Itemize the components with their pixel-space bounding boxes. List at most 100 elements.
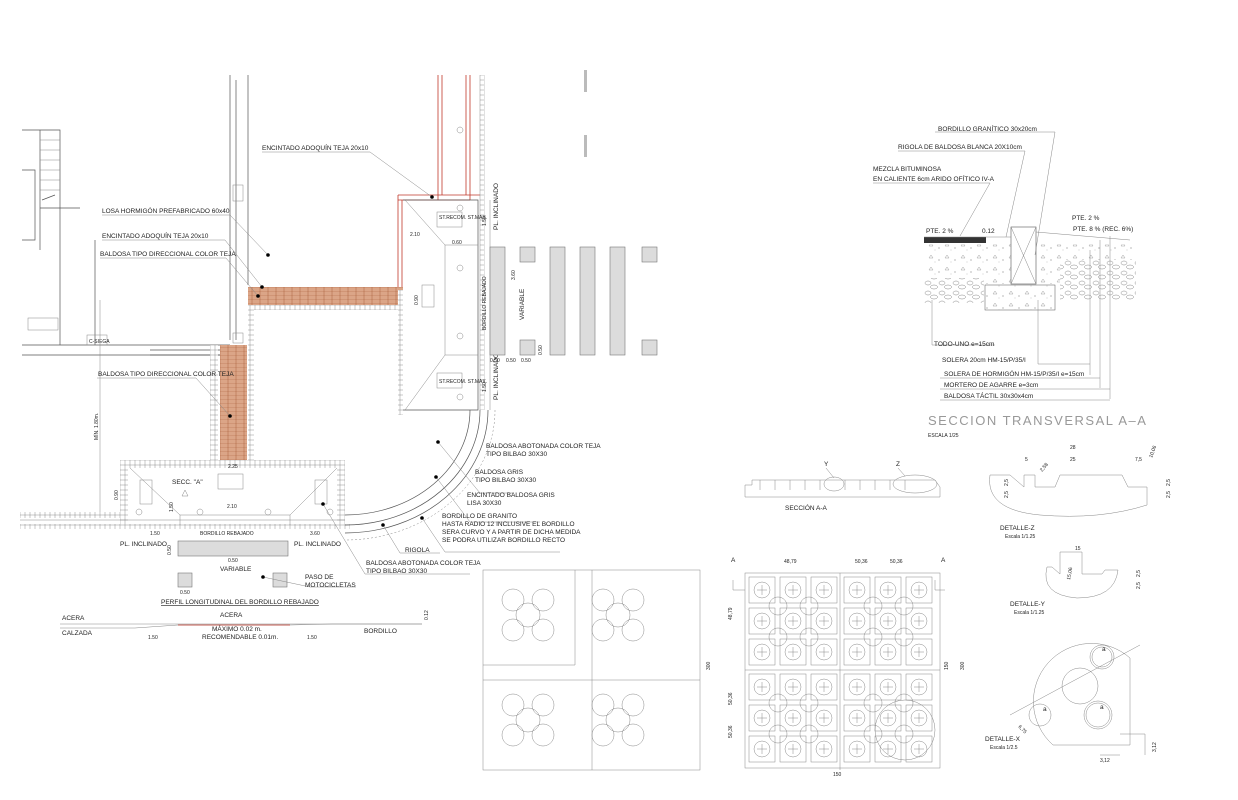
dim-label: 50,36 [728,725,734,738]
encintado-red-strips [397,75,491,410]
tactile-section-aa: Y Z SECCIÓN A-A [744,461,941,512]
tactile-button [879,643,897,661]
tactile-cell [810,576,838,604]
tile-border [248,305,403,310]
tactile-cross [883,744,893,754]
detalle-x: a a a 6,75 3,12 3,12 DETALLE-X Escala 1/… [985,643,1158,764]
dim-label: 2.10 [410,232,420,238]
tactile-cross [788,647,798,657]
min-width-label: MÍN. 1.80m. [93,413,100,440]
tactile-cell [779,576,807,604]
street-edge-lines: C-SIEGA [86,75,249,356]
dim-label: 0.90 [414,295,420,305]
tactile-button [815,678,833,696]
tactile-cell [779,607,807,635]
label-seccion-aa: SECCIÓN A-A [785,503,828,512]
tactile-cell [748,673,776,701]
dim-label: 1.50 [482,382,488,392]
tactile-cell [779,735,807,763]
label-y: Y [824,461,829,468]
dim-label: 25 [1070,457,1076,463]
tactile-cross [852,647,862,657]
dim-label: 10,06 [1148,445,1158,459]
dim-label: 0.50 [521,358,531,364]
tactile-button [784,581,802,599]
tactile-cell [905,704,933,732]
dim-label: 0.12 [424,610,430,620]
tactile-cross [883,616,893,626]
tactile-cell [810,704,838,732]
dim-label: 15 [1075,546,1081,552]
tile-flower-petal [531,723,555,747]
tactile-cross [788,585,798,595]
bordillo-rebajado-label: BORDILLO REBAJADO [200,531,254,537]
tactile-button [815,709,833,727]
tactile-cell [748,607,776,635]
tactile-cell [874,673,902,701]
tactile-button [848,643,866,661]
tactile-cross [883,682,893,692]
pl-inclinado-label: PL. INCLINADO [120,541,167,548]
dim-label: 0.50 [506,358,516,364]
section-mark-a: A [941,557,946,564]
pl-inclinado-label: PL. INCLINADO [493,183,500,230]
tactile-button [753,581,771,599]
tactile-button [910,678,928,696]
detalle-z: 28 25 5 2,58 7,5 10,06 2,5 2,5 2,5 2,5 D… [989,445,1172,540]
label-solera-hormigon: SOLERA DE HORMIGÓN HM-15/P/35/I e=15cm [944,369,1084,378]
tactile-cell [905,607,933,635]
tile-border [210,345,218,460]
direccional-tile-strip-horizontal [248,287,403,305]
dim-label: 300 [960,661,966,670]
direccional-tile-strip-vertical [220,345,247,460]
tactile-cross [914,647,924,657]
tactile-cross [914,713,924,723]
tactile-cross [819,647,829,657]
tactile-button [879,581,897,599]
tactile-cross [757,713,767,723]
label-rigola-baldosa: RIGOLA DE BALDOSA BLANCA 20X10cm [898,144,1022,151]
label-losa-hormigon: LOSA HORMIGÓN PREFABRICADO 60x40 [102,206,230,215]
tactile-cross [883,585,893,595]
dim-label: 1.50 [169,502,175,512]
tactile-ring [894,724,914,744]
dim-label: 300 [706,661,712,670]
label-mortero: MORTERO DE AGARRE e=3cm [944,382,1038,389]
tactile-cell [843,673,871,701]
tactile-button [815,643,833,661]
tactile-button [879,678,897,696]
dim-label: 48,79 [728,607,734,620]
dim-label: 7,5 [1135,457,1142,463]
tactile-button [784,678,802,696]
dim-label: 50,36 [855,559,868,565]
tactile-button [910,740,928,758]
tactile-cross [914,585,924,595]
dim-label: 2.10 [227,504,237,510]
label-baldosa-abotonada: TIPO BILBAO 30X30 [486,451,547,458]
dim-label: 5 [1025,457,1028,463]
detalle-y-scale: Escala 1/1.25 [1014,610,1045,616]
dim-label: 1.50 [307,635,317,641]
variable-label: VARIABLE [519,288,526,320]
tactile-ring [863,693,883,713]
tactile-ring [768,693,788,713]
tactile-cell [810,607,838,635]
tactile-ring [894,627,914,647]
tactile-cell [843,704,871,732]
profile-recomendable: RECOMENDABLE 0.01m. [202,634,278,641]
tactile-button [910,643,928,661]
tile-flower-center [515,602,541,628]
dim-label: 2,5 [1166,491,1172,498]
tactile-cell [843,735,871,763]
dim-label: 2,5 [1136,570,1142,577]
dim-label: 48,79 [784,559,797,565]
section-title: SECCION TRANSVERSAL A–A [928,413,1147,428]
label-encintado-adoquin: ENCINTADO ADOQUÍN TEJA 20x10 [102,231,209,240]
tactile-cross [852,616,862,626]
tactile-cross [788,616,798,626]
tile-letter: a [1100,704,1104,711]
tactile-cell [874,638,902,666]
tactile-button [910,709,928,727]
tactile-ring [799,724,819,744]
tactile-ring [863,724,883,744]
